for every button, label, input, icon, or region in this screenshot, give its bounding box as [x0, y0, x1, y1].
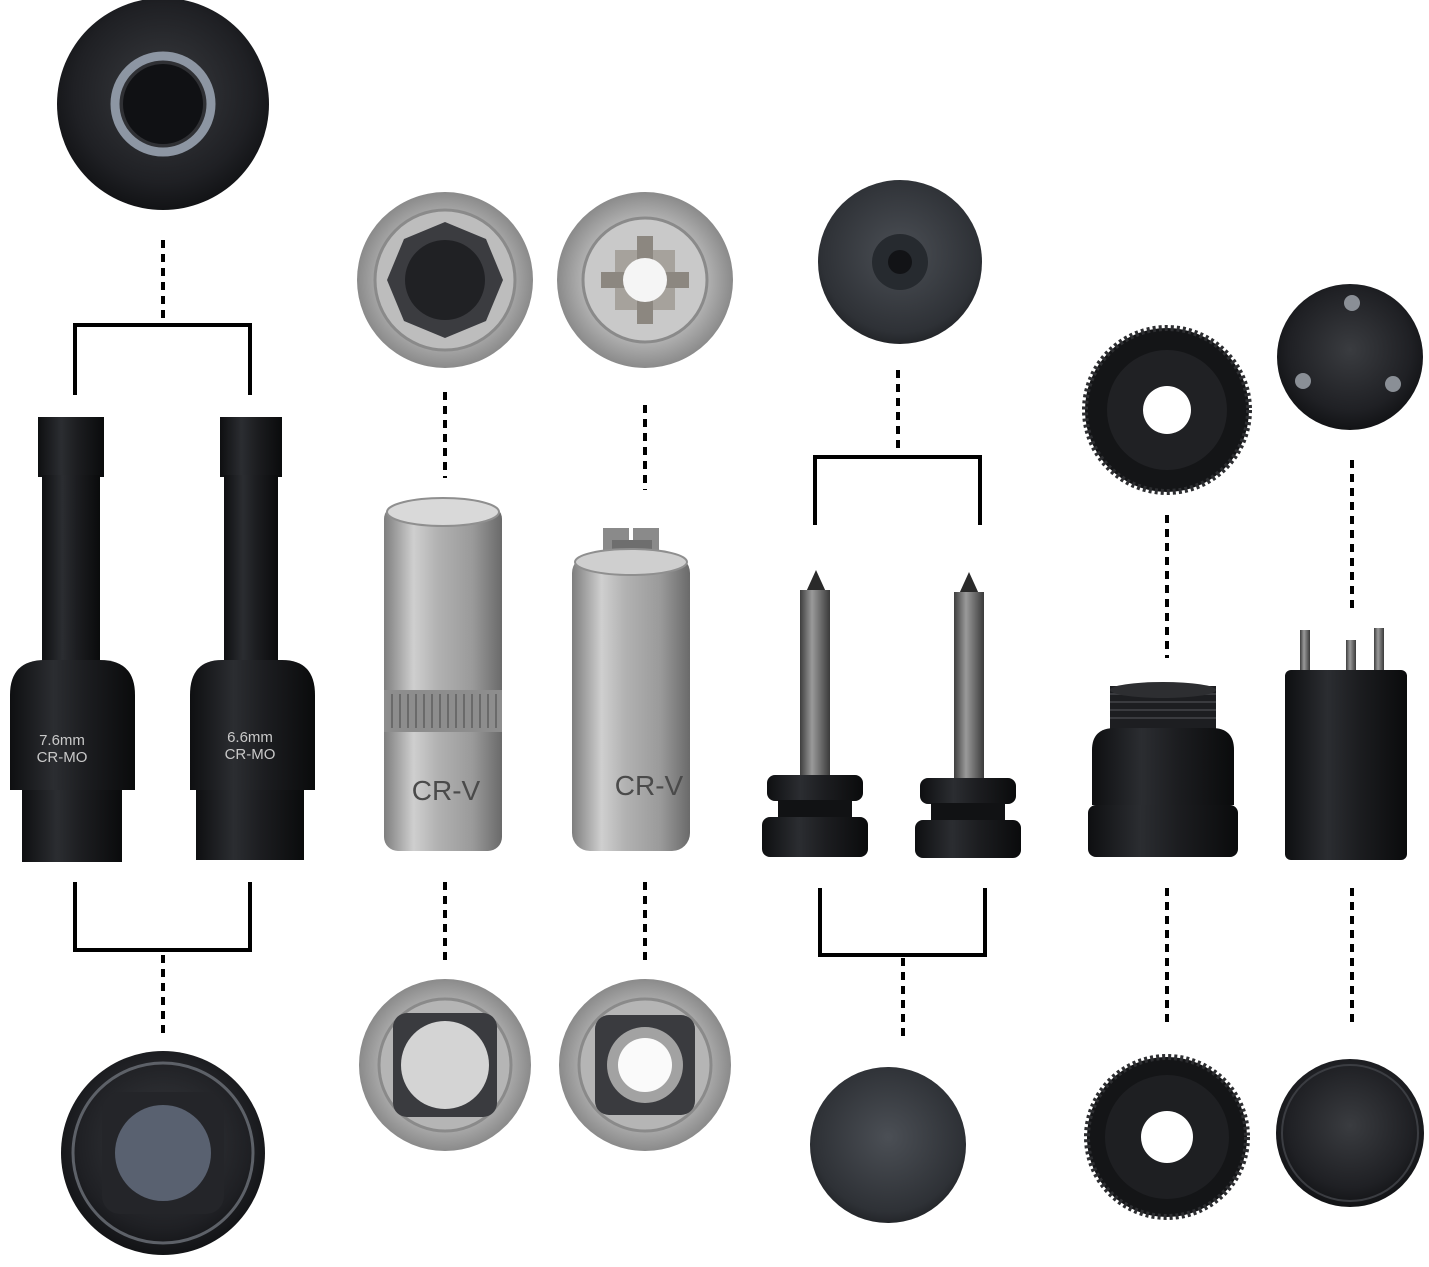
- bottom-view-socket-3: [359, 979, 531, 1151]
- hex-bit-socket-6-6mm: 6.6mm CR-MO: [190, 417, 315, 860]
- bottom-view-threaded-adapter: [1084, 1054, 1250, 1220]
- top-view-three-pin-tool: [1277, 284, 1423, 430]
- top-view-pin-tool: [818, 180, 982, 344]
- socket-3-material-label: CR-V: [412, 775, 481, 806]
- socket-4-material-label: CR-V: [615, 770, 684, 801]
- bottom-view-socket-4: [559, 979, 731, 1151]
- chrome-socket-cr-v-2: CR-V: [572, 528, 690, 851]
- top-view-socket-4: [557, 192, 733, 368]
- top-view-socket-3: [357, 192, 533, 368]
- connector-dashed-pin-top: [813, 370, 982, 525]
- hex-bit-socket-7-6mm: 7.6mm CR-MO: [10, 417, 135, 862]
- connector-dashed-pin-bottom: [818, 888, 987, 1042]
- connector-dashed-1-top: [73, 240, 252, 395]
- three-pin-tool: [1285, 628, 1407, 860]
- bottom-view-three-pin-tool: [1276, 1059, 1424, 1207]
- socket-1-material-label: CR-MO: [37, 749, 88, 766]
- threaded-adapter: [1088, 682, 1238, 857]
- top-view-threaded-adapter: [1082, 325, 1252, 495]
- socket-2-material-label: CR-MO: [225, 746, 276, 763]
- bottom-view-pin-tool: [810, 1067, 966, 1223]
- top-view-socket-1: [57, 0, 269, 210]
- pin-tool-2: [915, 572, 1021, 858]
- socket-1-size-label: 7.6mm: [39, 732, 85, 749]
- bottom-view-socket-1: [61, 1051, 265, 1255]
- connector-dashed-1-bottom: [73, 882, 252, 1035]
- socket-2-size-label: 6.6mm: [227, 729, 273, 746]
- pin-tool-1: [762, 570, 868, 857]
- chrome-socket-cr-v-1: CR-V: [384, 497, 502, 851]
